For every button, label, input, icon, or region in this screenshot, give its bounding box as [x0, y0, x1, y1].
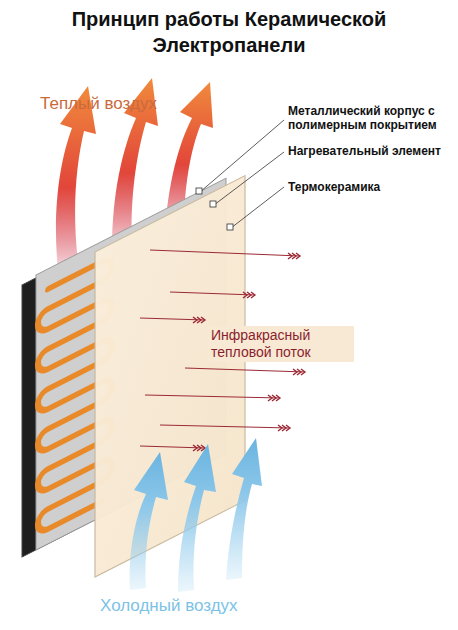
warm-air-label: Теплый воздух [40, 94, 157, 114]
ir-chevron [268, 395, 272, 401]
housing-label: Металлический корпус с полимерным покрыт… [288, 104, 454, 133]
infrared-label: Инфракрасный тепловой поток [208, 326, 354, 362]
ir-ray [160, 425, 290, 428]
heater-label: Нагревательный элемент [288, 144, 441, 158]
leader-lines [196, 120, 284, 230]
ir-chevron [278, 425, 282, 431]
ir-ray [170, 292, 255, 295]
ir-ray [145, 395, 280, 398]
cold-air-label: Холодный воздух [100, 596, 238, 616]
ir-ray [185, 368, 305, 372]
diagram-title: Принцип работы Керамической Электропанел… [60, 6, 398, 58]
thermoceramic-panel [95, 176, 245, 577]
ir-chevron [293, 369, 297, 375]
ir-chevron [243, 292, 247, 298]
ir-chevron [193, 317, 197, 323]
ir-chevron [288, 253, 292, 259]
ceramic-label: Термокерамика [288, 180, 380, 194]
ir-chevron [193, 445, 197, 451]
ir-ray [150, 250, 300, 256]
cold-air-arrows [130, 438, 262, 592]
